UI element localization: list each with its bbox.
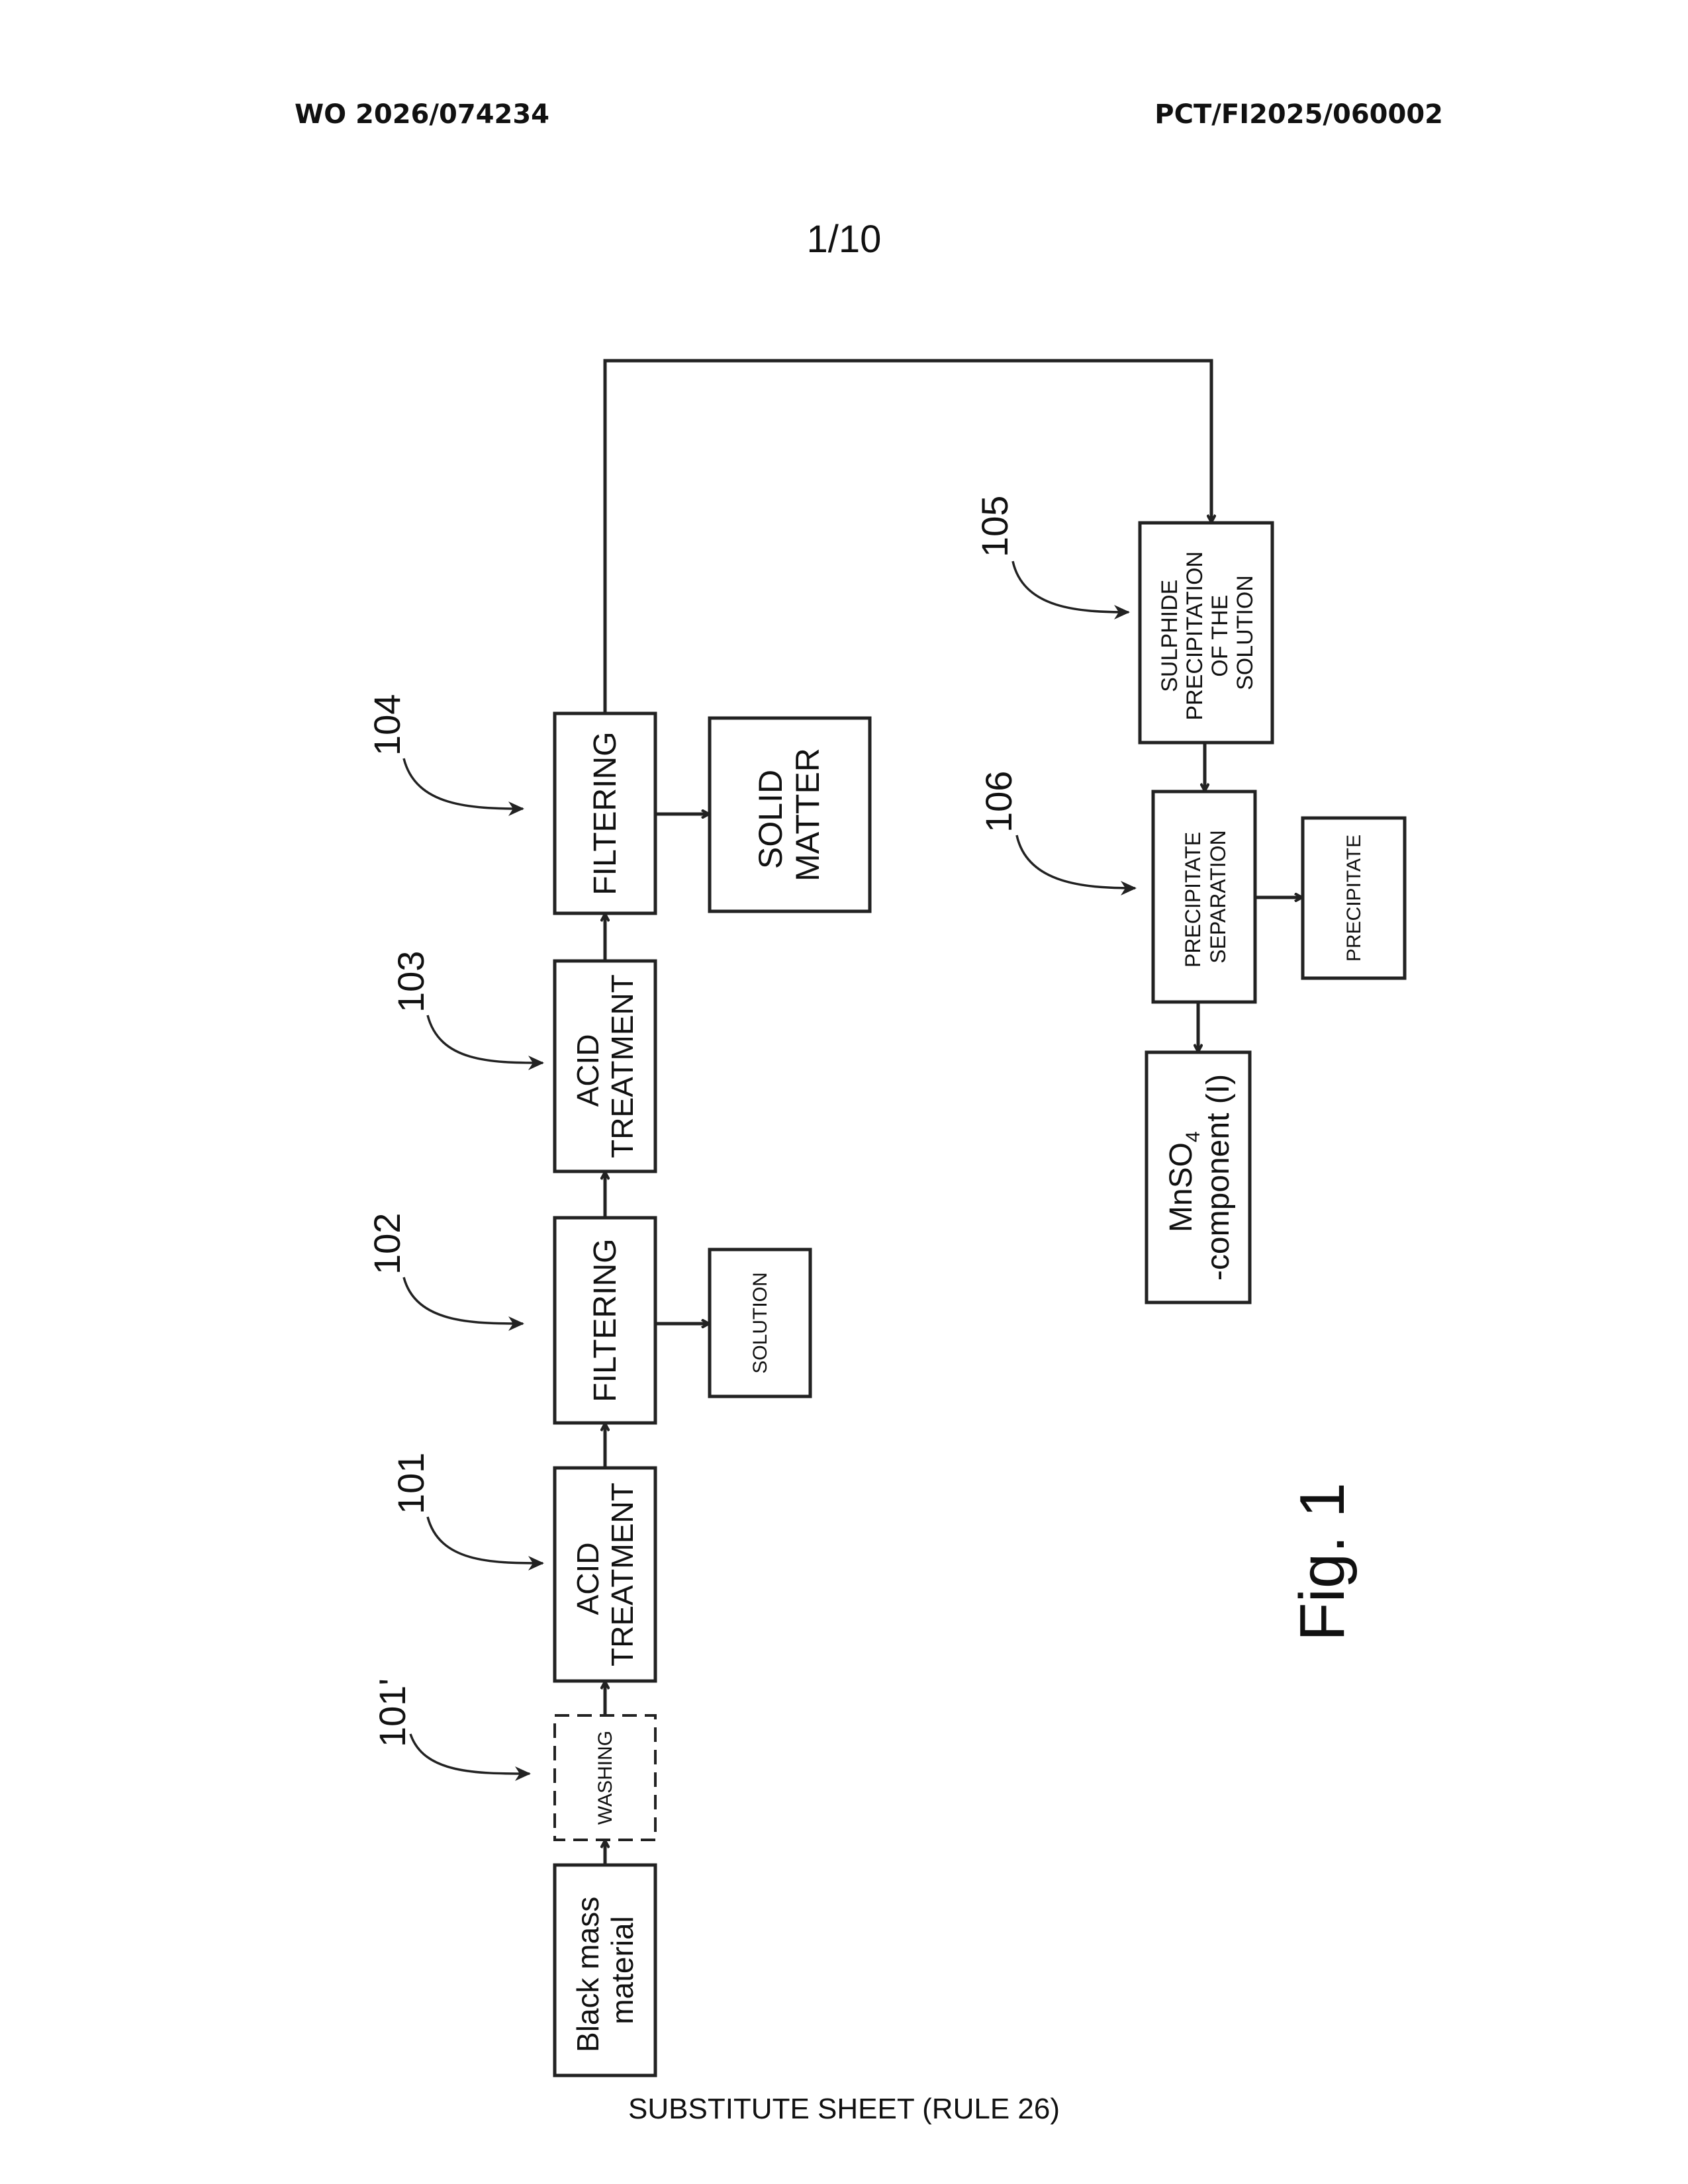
lead-arrow-101 — [428, 1517, 543, 1563]
ref-101-prime: 101' — [371, 1678, 413, 1747]
ref-106: 106 — [978, 771, 1019, 833]
lead-arrow-106 — [1017, 835, 1135, 888]
arrow-filtering-2-to-sulphide — [605, 361, 1211, 713]
label-solution: SOLUTION — [749, 1272, 771, 1373]
lead-arrow-101-prime — [410, 1734, 530, 1774]
ref-104: 104 — [366, 694, 408, 756]
label-washing: WASHING — [594, 1731, 616, 1825]
label-filtering-1: FILTERING — [588, 1238, 623, 1402]
lead-arrow-105 — [1013, 561, 1129, 612]
footer-substitute-sheet: SUBSTITUTE SHEET (RULE 26) — [0, 2093, 1688, 2126]
label-solid-matter: SOLID MATTER — [752, 748, 826, 882]
ref-105: 105 — [974, 496, 1015, 557]
ref-103: 103 — [390, 951, 432, 1013]
lead-arrow-104 — [404, 758, 523, 809]
ref-102: 102 — [366, 1213, 408, 1275]
lead-arrow-103 — [428, 1015, 543, 1063]
label-filtering-2: FILTERING — [588, 731, 623, 895]
label-precipitate: PRECIPITATE — [1343, 835, 1365, 962]
figure-label: Fig. 1 — [1287, 1482, 1358, 1641]
lead-arrow-102 — [404, 1277, 523, 1324]
ref-101: 101 — [390, 1453, 432, 1514]
